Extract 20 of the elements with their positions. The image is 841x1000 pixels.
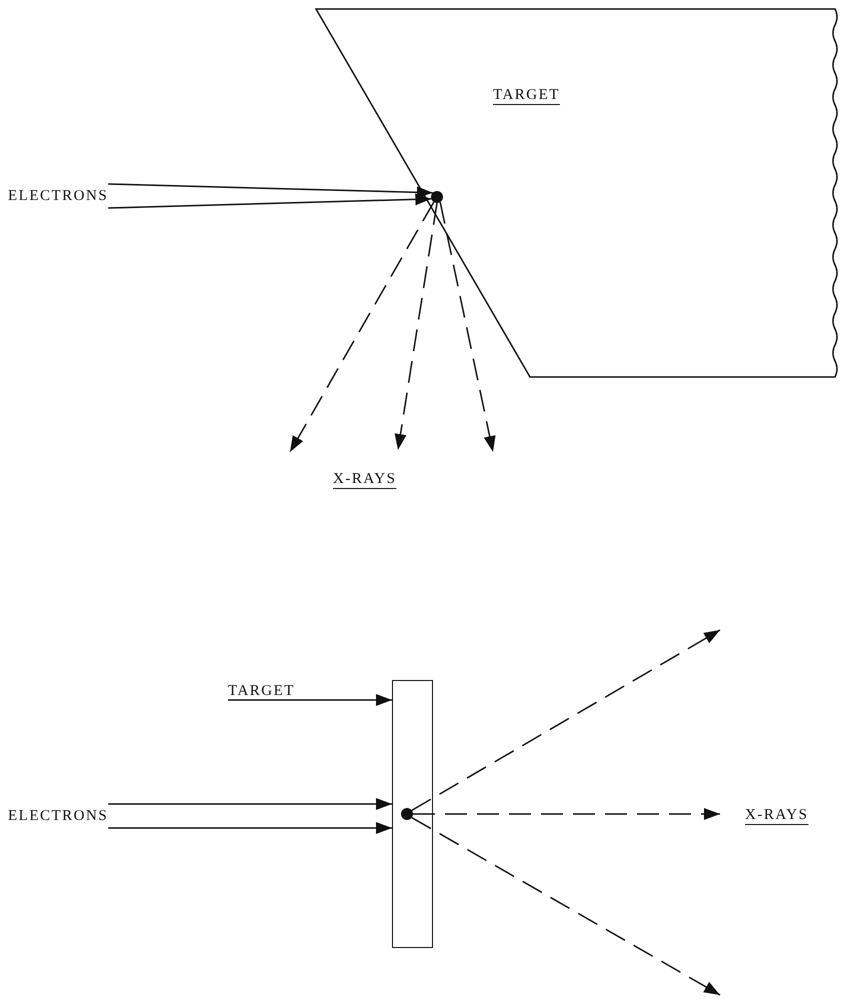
dashed-arrow xyxy=(411,816,720,996)
dashed-arrow xyxy=(289,202,434,452)
leader-arrow xyxy=(228,694,392,706)
dashed-arrow xyxy=(411,629,720,812)
arrow xyxy=(108,798,392,810)
focal-spot xyxy=(431,191,443,203)
focal-spot xyxy=(401,808,413,820)
arrow xyxy=(108,193,432,209)
pointer-label: TARGET xyxy=(228,682,295,700)
beam-label: ELECTRONS xyxy=(8,800,108,832)
x-rays-label: X-RAYS xyxy=(333,470,396,488)
dashed-arrow xyxy=(439,202,496,452)
arrow xyxy=(108,183,433,198)
beam-label: ELECTRONS xyxy=(8,180,108,212)
target-plate xyxy=(392,680,433,948)
x-rays-label: X-RAYS xyxy=(745,806,808,824)
dashed-arrow xyxy=(394,202,438,450)
arrow xyxy=(108,822,392,834)
dashed-arrow xyxy=(413,808,720,820)
target-label: TARGET xyxy=(493,86,560,104)
